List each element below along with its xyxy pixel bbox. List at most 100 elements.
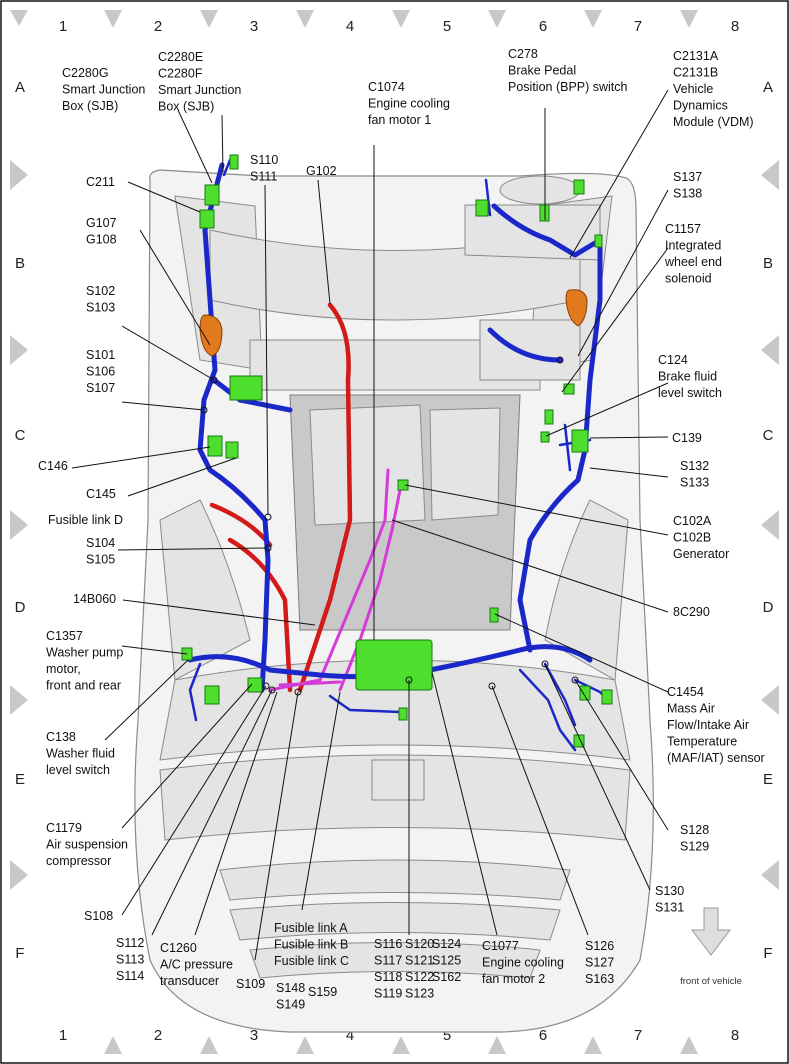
callout-text: C1454 bbox=[667, 685, 704, 699]
callout-s109: S109 bbox=[236, 977, 265, 991]
front-of-vehicle-label: front of vehicle bbox=[680, 976, 742, 987]
grid-column-label: 3 bbox=[250, 1027, 258, 1044]
callout-text: Generator bbox=[673, 547, 729, 561]
callout-text: motor, bbox=[46, 662, 81, 676]
callout-text: S113 bbox=[116, 953, 144, 967]
callout-c8c290: 8C290 bbox=[673, 605, 710, 619]
callout-text: G108 bbox=[86, 233, 117, 247]
callout-text: level switch bbox=[658, 386, 722, 400]
callout-text: C139 bbox=[672, 431, 702, 445]
callout-text: wheel end bbox=[664, 255, 722, 269]
callout-text: fan motor 2 bbox=[482, 972, 545, 986]
grid-row-label: C bbox=[15, 427, 26, 444]
callout-s108: S108 bbox=[84, 909, 113, 923]
callout-text: S103 bbox=[86, 301, 115, 315]
callout-text: S125 bbox=[432, 954, 461, 968]
callout-text: compressor bbox=[46, 854, 111, 868]
callout-text: Position (BPP) switch bbox=[508, 80, 628, 94]
grid-column-label: 6 bbox=[539, 1027, 547, 1044]
callout-text: S106 bbox=[86, 365, 115, 379]
callout-text: Box (SJB) bbox=[62, 99, 118, 113]
callout-text: C146 bbox=[38, 459, 68, 473]
callout-text: 14B060 bbox=[73, 592, 116, 606]
callout-text: Washer pump bbox=[46, 646, 123, 660]
vehicle-body bbox=[134, 169, 654, 1033]
callout-text: S119 bbox=[374, 987, 402, 1001]
callout-text: S111 bbox=[250, 170, 277, 184]
callout-text: S138 bbox=[673, 187, 702, 201]
callout-text: S133 bbox=[680, 476, 709, 490]
callout-text: Box (SJB) bbox=[158, 100, 214, 114]
callout-text: Mass Air bbox=[667, 702, 715, 716]
callout-text: S110 bbox=[250, 153, 278, 167]
callout-text: S124 bbox=[432, 937, 461, 951]
grid-column-label: 3 bbox=[250, 18, 258, 35]
callout-text: C102A bbox=[673, 514, 712, 528]
grid-column-label: 1 bbox=[59, 18, 67, 35]
callout-c211: C211 bbox=[86, 175, 115, 189]
callout-text: S137 bbox=[673, 170, 702, 184]
callout-text: C1260 bbox=[160, 941, 197, 955]
grid-row-label: C bbox=[763, 427, 774, 444]
callout-text: Smart Junction bbox=[158, 83, 241, 97]
callout-text: S108 bbox=[84, 909, 113, 923]
callout-text: C2131A bbox=[673, 49, 719, 63]
callout-text: transducer bbox=[160, 974, 219, 988]
callout-s159: S159 bbox=[308, 985, 337, 999]
callout-text: Air suspension bbox=[46, 838, 128, 852]
callout-text: C1077 bbox=[482, 939, 519, 953]
callout-text: (MAF/IAT) sensor bbox=[667, 751, 765, 765]
callout-text: S101 bbox=[86, 348, 115, 362]
callout-text: C1074 bbox=[368, 80, 405, 94]
callout-text: S105 bbox=[86, 553, 115, 567]
callout-text: Brake Pedal bbox=[508, 64, 576, 78]
callout-text: C278 bbox=[508, 47, 538, 61]
grid-row-label: E bbox=[763, 771, 773, 788]
callout-text: C1357 bbox=[46, 629, 83, 643]
callout-text: Flow/Intake Air bbox=[667, 718, 749, 732]
grid-column-label: 2 bbox=[154, 18, 162, 35]
callout-text: S116 bbox=[374, 937, 402, 951]
callout-text: S107 bbox=[86, 381, 115, 395]
grid-column-label: 1 bbox=[59, 1027, 67, 1044]
callout-text: G107 bbox=[86, 216, 117, 230]
callout-text: Module (VDM) bbox=[673, 115, 754, 129]
callout-text: Dynamics bbox=[673, 99, 728, 113]
generator-cable bbox=[268, 468, 402, 692]
callout-text: Fusible link B bbox=[274, 938, 348, 952]
callout-text: S117 bbox=[374, 954, 402, 968]
callout-text: C1179 bbox=[46, 821, 82, 835]
callout-text: C1157 bbox=[665, 222, 701, 236]
callout-text: Integrated bbox=[665, 239, 721, 253]
callout-text: Washer fluid bbox=[46, 747, 115, 761]
callout-text: S102 bbox=[86, 284, 115, 298]
callout-text: S120 bbox=[405, 937, 434, 951]
callout-text: S148 bbox=[276, 981, 305, 995]
callout-text: S130 bbox=[655, 884, 684, 898]
callout-text: 8C290 bbox=[673, 605, 710, 619]
grid-column-label: 2 bbox=[154, 1027, 162, 1044]
grid-column-label: 5 bbox=[443, 1027, 451, 1044]
grid-row-label: D bbox=[763, 599, 774, 616]
callout-text: S163 bbox=[585, 972, 614, 986]
callout-text: fan motor 1 bbox=[368, 113, 431, 127]
callout-text: Smart Junction bbox=[62, 83, 145, 97]
callout-text: S127 bbox=[585, 956, 614, 970]
